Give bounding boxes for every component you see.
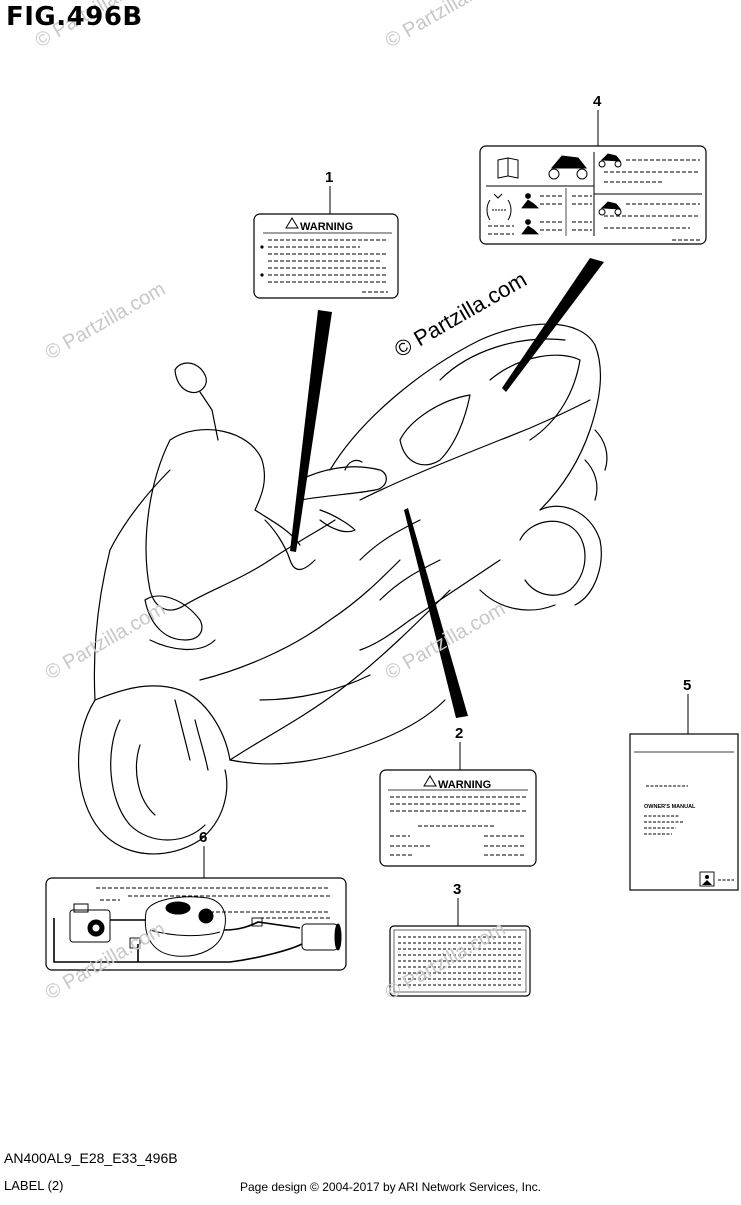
callout-number-4: 4	[593, 93, 602, 110]
manual-reader-icon	[699, 871, 715, 887]
manual-outline	[629, 733, 739, 891]
rider-motorcycle-icon	[598, 201, 622, 216]
scooter-illustration	[77, 323, 608, 855]
rider-motorcycle-icon	[598, 153, 622, 168]
leader-line-1	[290, 310, 332, 552]
leader-line-2	[404, 508, 468, 718]
watermark-text: © Partzilla.com	[42, 598, 170, 684]
tire-pressure-icon	[486, 193, 512, 221]
label-2-outline	[379, 769, 537, 867]
label-3	[389, 925, 531, 997]
rider-icon	[521, 219, 539, 235]
figure-title: FIG.496B	[6, 2, 143, 32]
warning-triangle-icon	[423, 775, 437, 787]
rider-icon	[521, 193, 539, 209]
label-4	[479, 145, 707, 245]
label-2-warning-text: WARNING	[438, 779, 491, 791]
charcoal-canister-icon	[301, 923, 342, 951]
callout-number-1: 1	[325, 169, 333, 186]
label-5-owners-manual	[629, 733, 739, 891]
warning-triangle-icon	[285, 217, 299, 229]
label-2-warning	[379, 769, 537, 867]
watermark-text: © Partzilla.com	[382, 0, 510, 52]
label-1-warning	[253, 213, 399, 299]
label-1-warning-text: WARNING	[300, 221, 353, 233]
owners-manual-text: OWNER'S MANUAL	[644, 804, 696, 810]
figure-label: LABEL (2)	[4, 1178, 64, 1193]
label-4-outline	[479, 145, 707, 245]
watermark-text: © Partzilla.com	[42, 278, 170, 364]
page-credit: Page design © 2004-2017 by ARI Network S…	[240, 1180, 542, 1194]
evap-canister-icon	[144, 896, 226, 957]
leader-lines	[290, 258, 604, 718]
callout-number-2: 2	[455, 725, 463, 742]
label-6-emission	[45, 877, 347, 971]
label-1-outline	[253, 213, 399, 299]
watermark-text: © Partzilla.com	[390, 267, 531, 363]
label-6-outline	[45, 877, 347, 971]
callout-number-6: 6	[199, 829, 207, 846]
motorcycle-icon	[548, 155, 588, 180]
throttle-body-icon	[69, 903, 111, 943]
callout-lines	[203, 110, 689, 926]
book-icon	[497, 157, 519, 179]
callout-number-5: 5	[683, 677, 691, 694]
leader-line-4	[502, 258, 604, 392]
figure-code: AN400AL9_E28_E33_496B	[4, 1150, 178, 1166]
callout-number-3: 3	[453, 881, 461, 898]
